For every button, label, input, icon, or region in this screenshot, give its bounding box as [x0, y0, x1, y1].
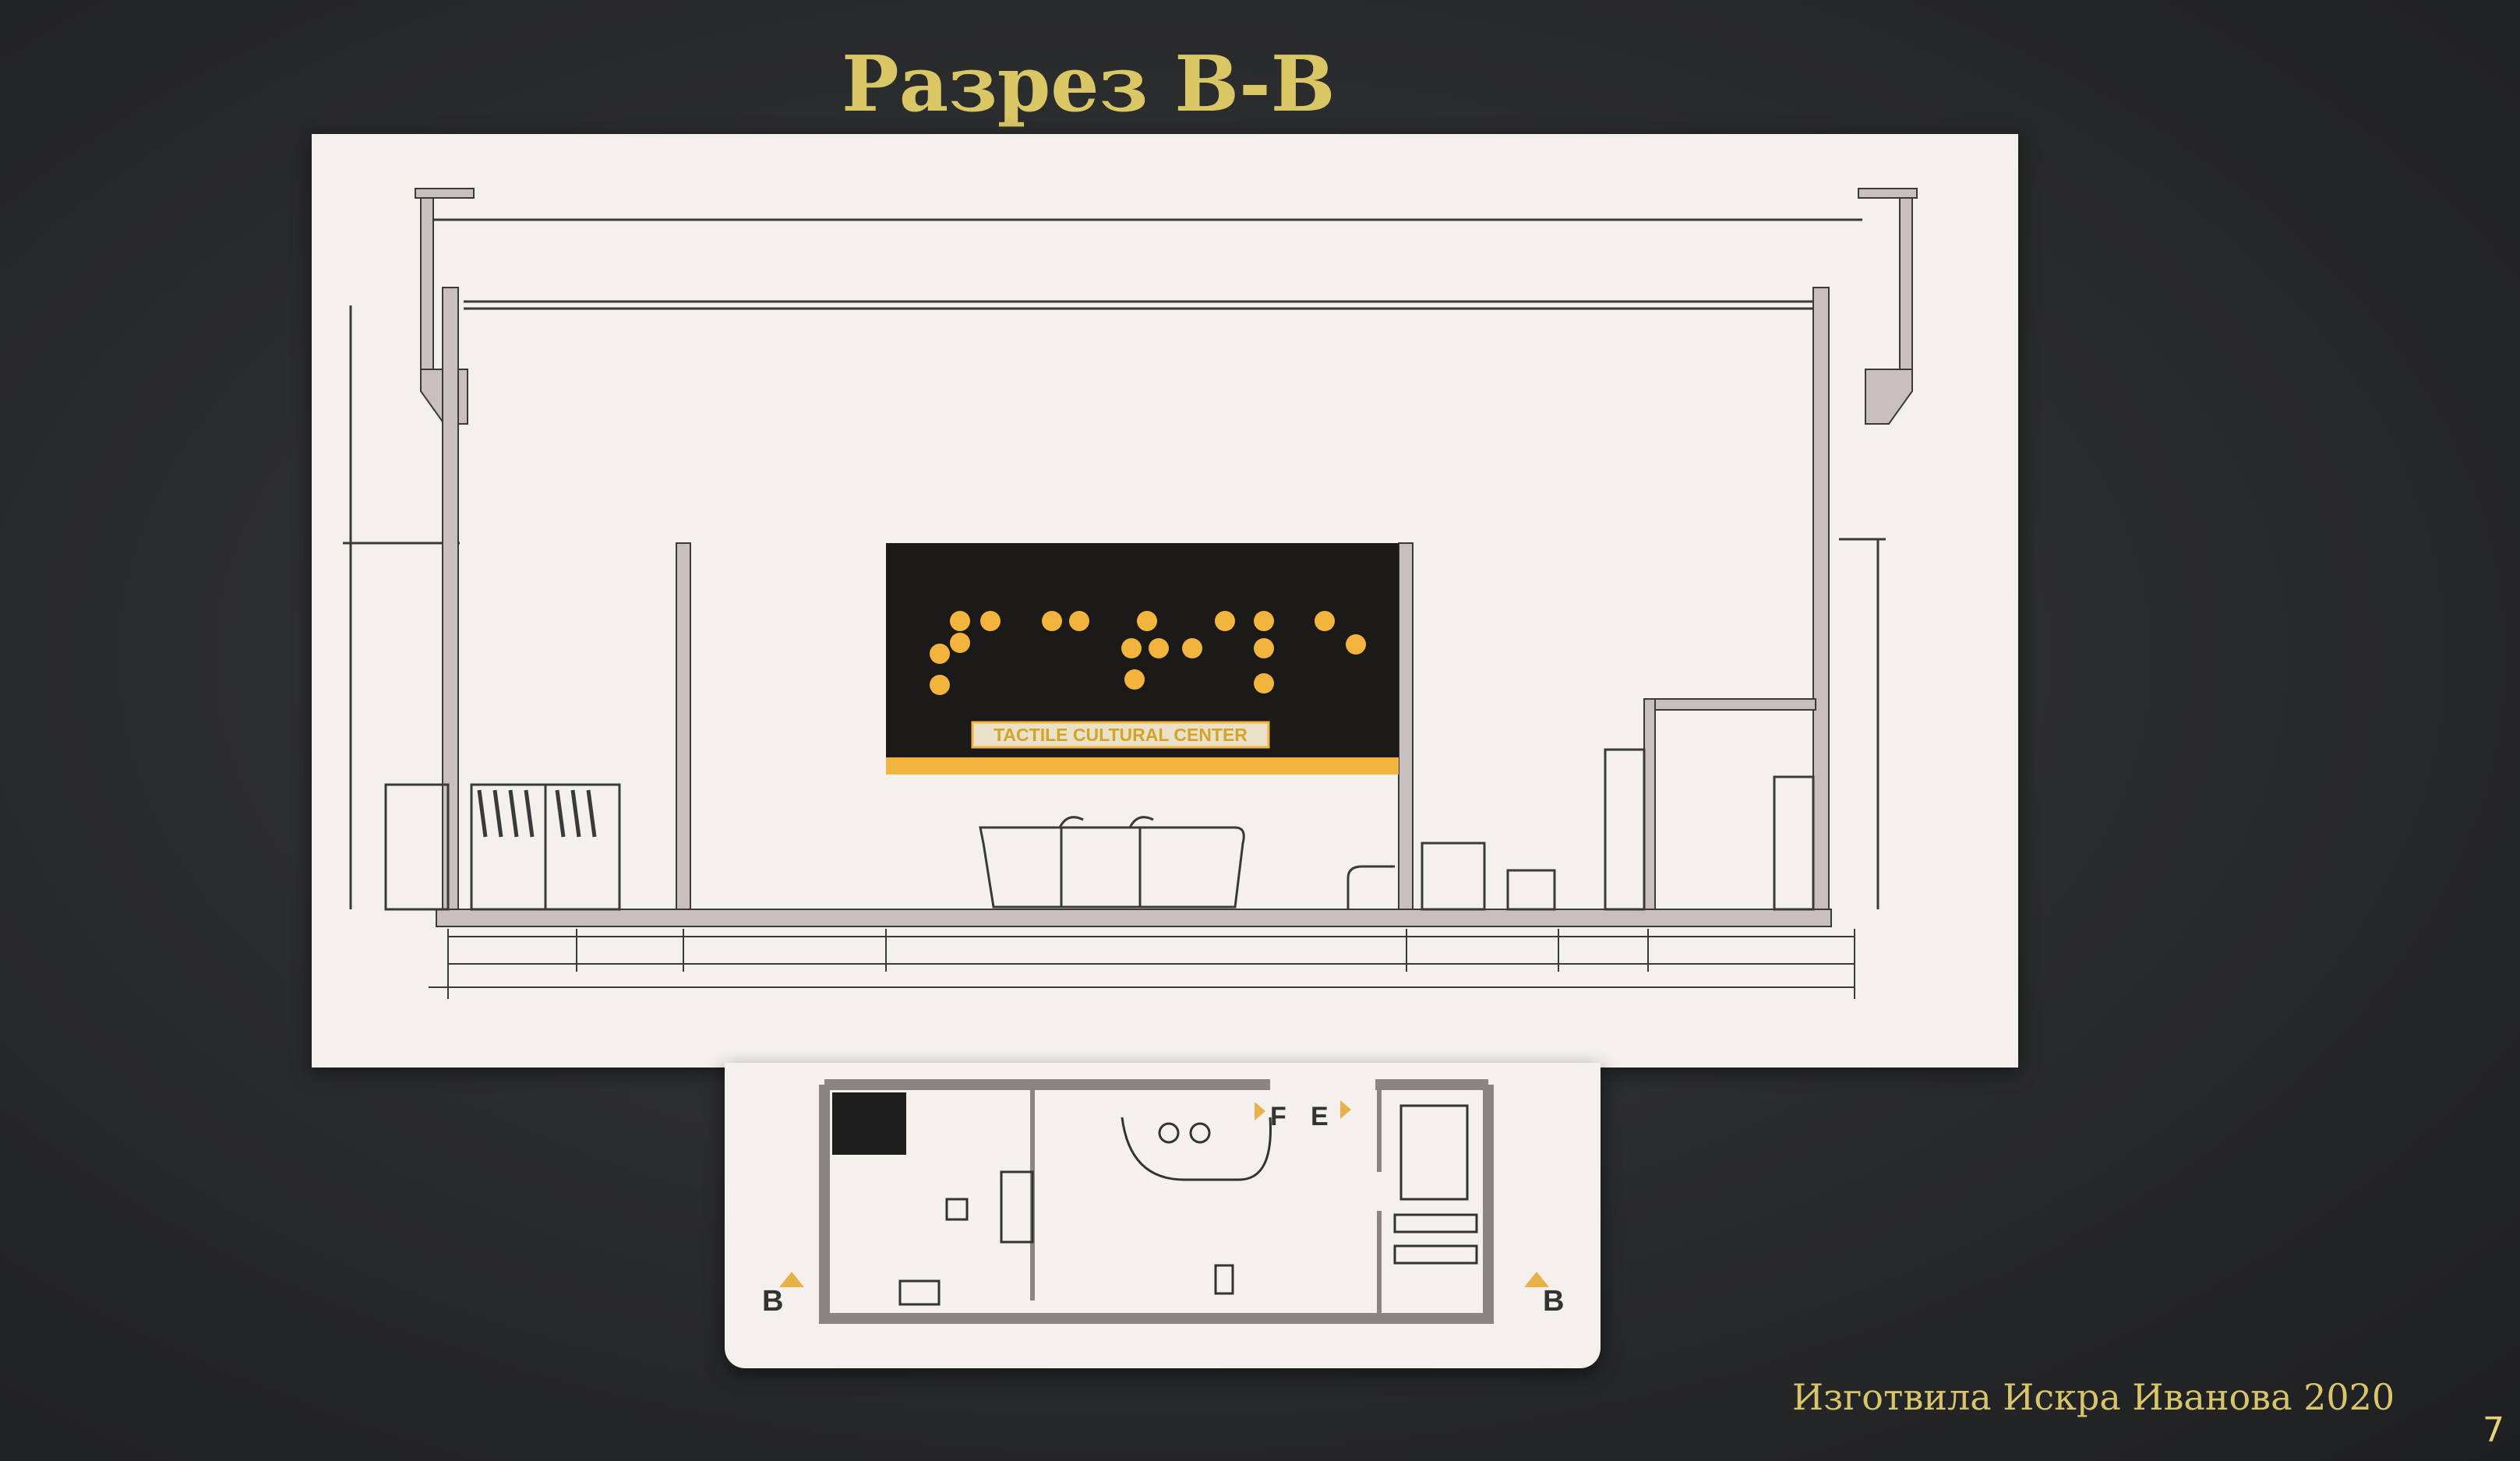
partition-wall-center [1398, 542, 1414, 926]
wardrobe [384, 783, 621, 911]
floor-slab [436, 909, 1832, 927]
section-drawing-panel: TACTILE CULTURAL CENTER [312, 134, 2018, 1068]
braille-dots [930, 611, 1366, 695]
floor-plan: B B F E [762, 1079, 1564, 1324]
sign-text: TACTILE CULTURAL CENTER [994, 725, 1248, 745]
right-furniture [1346, 748, 1815, 911]
left-wall [415, 188, 475, 927]
reception-sign: TACTILE CULTURAL CENTER [886, 543, 1399, 775]
section-drawing: TACTILE CULTURAL CENTER [343, 188, 1918, 999]
right-wall [1812, 188, 1918, 927]
marker-f-triangle [1255, 1102, 1265, 1120]
marker-left-triangle [779, 1272, 804, 1287]
kitchen-block [832, 1092, 906, 1155]
page-number: 7 [2483, 1410, 2504, 1450]
floor-plan-panel: B B F E [725, 1063, 1601, 1368]
marker-e-label: E [1311, 1102, 1329, 1131]
marker-e-triangle [1340, 1100, 1351, 1119]
partition-wall-left [676, 542, 691, 926]
plan-walls [819, 1079, 1494, 1324]
marker-f-label: F [1270, 1102, 1286, 1131]
plan-furniture [898, 1104, 1478, 1306]
reception-desk [979, 816, 1245, 909]
marker-left-label: B [762, 1285, 783, 1318]
bottom-dimensions [429, 929, 1855, 999]
slide-title: Разрез В-В [842, 40, 1336, 129]
room-ceiling [1643, 698, 1816, 711]
room-wall [1643, 698, 1656, 926]
sign-accent-band [886, 757, 1399, 775]
author-credit: Изготвила Искра Иванова 2020 [1792, 1376, 2395, 1418]
marker-right-triangle [1524, 1272, 1549, 1287]
marker-right-label: B [1543, 1285, 1564, 1318]
section-markers: B B F E [762, 1100, 1564, 1318]
